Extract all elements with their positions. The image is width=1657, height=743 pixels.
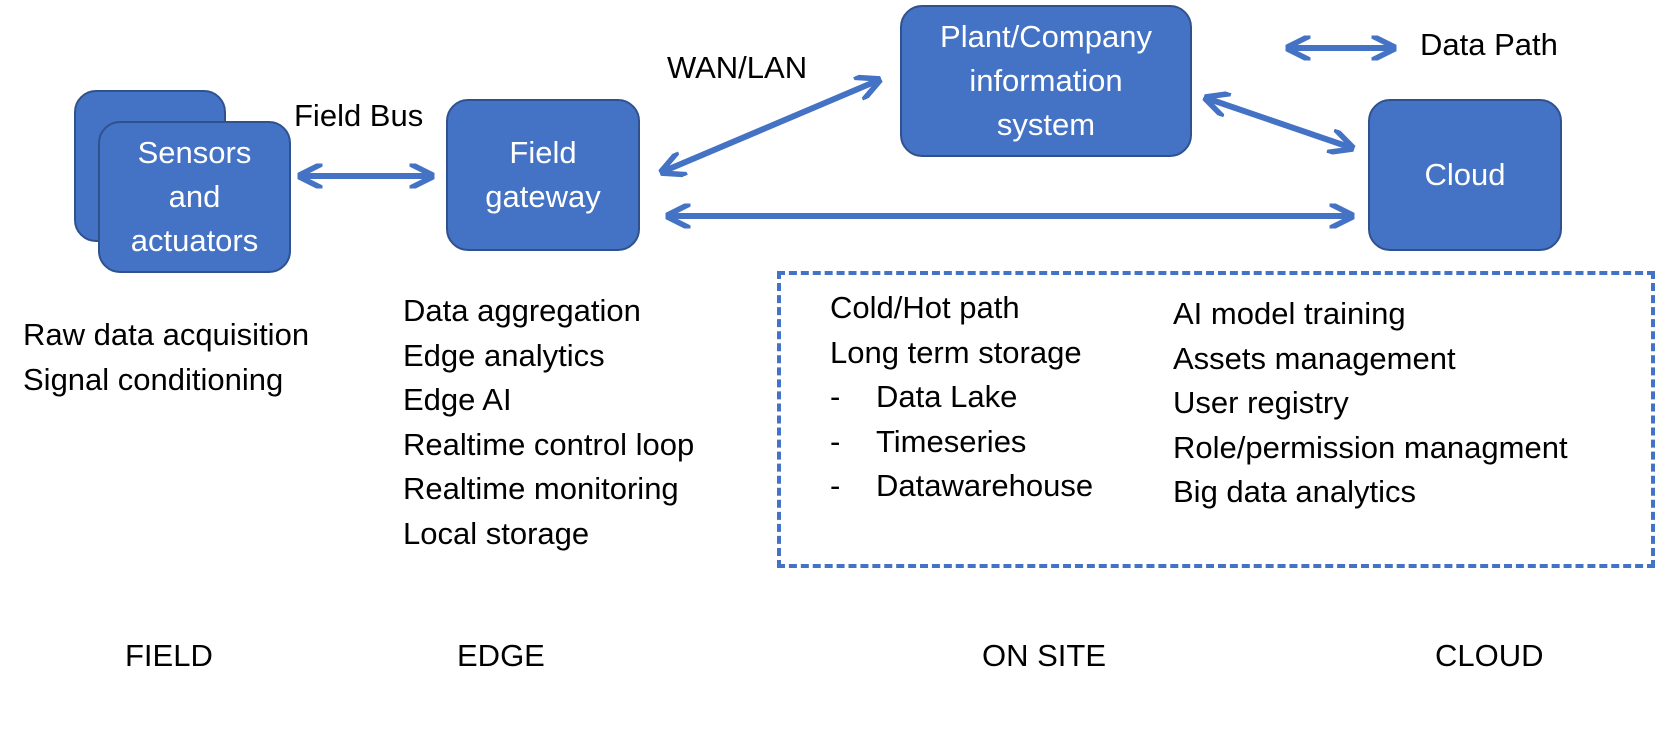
cloud-functions-list: AI model training Assets management User… [1173, 292, 1568, 515]
cloud-box: Cloud [1368, 99, 1562, 251]
onsite-sub-item: -Data Lake [830, 375, 1093, 420]
cloud-function-item: Role/permission managment [1173, 429, 1568, 465]
onsite-cloud-functions-frame [777, 271, 1655, 568]
edge-function-item: Realtime monitoring [403, 471, 679, 507]
field-function-item: Signal conditioning [23, 361, 284, 397]
tier-label-onsite: ON SITE [982, 638, 1107, 673]
field-functions-list: Raw data acquisition Signal conditioning [23, 313, 309, 402]
cloud-function-item: User registry [1173, 385, 1349, 421]
edge-function-item: Realtime control loop [403, 426, 695, 462]
plant-information-system-box: Plant/Company information system [900, 5, 1192, 157]
cloud-label: Cloud [1424, 157, 1506, 192]
bullet-dash: - [830, 468, 841, 504]
cloud-function-item: AI model training [1173, 296, 1406, 331]
tier-label-cloud: CLOUD [1435, 638, 1544, 673]
cloud-function-item: Big data analytics [1173, 474, 1416, 510]
edge-function-item: Edge AI [403, 382, 512, 418]
onsite-sub-item-label: Timeseries [876, 423, 1027, 459]
cloud-function-item: Assets management [1173, 340, 1456, 376]
onsite-function-item: Cold/Hot path [830, 290, 1020, 325]
bullet-dash: - [830, 423, 841, 459]
edge-function-item: Local storage [403, 515, 590, 551]
onsite-storage-list: Cold/Hot path Long term storage -Data La… [830, 286, 1093, 509]
data-path-legend-label: Data Path [1420, 27, 1558, 62]
gateway-plant-arrow [662, 80, 879, 172]
onsite-sub-item-label: Datawarehouse [876, 468, 1094, 504]
onsite-sub-item: -Datawarehouse [830, 464, 1093, 509]
onsite-sub-item: -Timeseries [830, 420, 1093, 465]
tier-label-edge: EDGE [457, 638, 545, 673]
onsite-sub-item-label: Data Lake [876, 379, 1018, 415]
wan-lan-label: WAN/LAN [667, 50, 808, 85]
plant-cloud-arrow [1206, 98, 1352, 148]
sensors-box: Sensors and actuators [98, 121, 291, 273]
field-bus-label: Field Bus [294, 98, 424, 133]
edge-function-item: Edge analytics [403, 337, 605, 373]
onsite-function-item: Long term storage [830, 334, 1082, 370]
edge-function-item: Data aggregation [403, 293, 641, 328]
sensors-label: Sensors and actuators [130, 135, 259, 258]
plant-information-system-label: Plant/Company information system [940, 19, 1152, 142]
edge-functions-list: Data aggregation Edge analytics Edge AI … [403, 289, 694, 557]
bullet-dash: - [830, 379, 841, 415]
field-gateway-box: Field gateway [446, 99, 640, 251]
field-function-item: Raw data acquisition [23, 317, 310, 352]
field-gateway-label: Field gateway [485, 135, 601, 214]
tier-label-field: FIELD [125, 638, 213, 673]
